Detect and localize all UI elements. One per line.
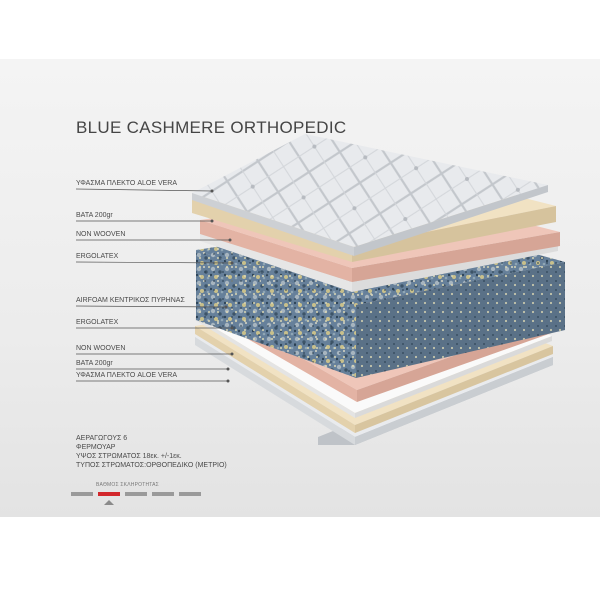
layer-top-fabric bbox=[192, 134, 548, 256]
firmness-indicator-icon bbox=[104, 500, 114, 505]
firmness-caption: ΒΑΘΜΟΣ ΣΚΛΗΡΟΤΗΤΑΣ bbox=[96, 482, 159, 488]
leader-dot-2 bbox=[210, 219, 214, 223]
spec-height: ΥΨΟΣ ΣΤΡΩΜΑΤΟΣ 18εκ. +/-1εκ. bbox=[76, 453, 182, 460]
firmness-segment-1 bbox=[71, 492, 93, 496]
firmness-segment-4 bbox=[152, 492, 174, 496]
product-title: BLUE CASHMERE ORTHOPEDIC bbox=[76, 118, 347, 137]
layer-label-top-latex: ERGOLATEX bbox=[76, 253, 119, 260]
layer-label-airfoam-core: AIRFOAM ΚΕΝΤΡΙΚΟΣ ΠΥΡΗΝΑΣ bbox=[76, 297, 185, 304]
layer-label-bottom-latex: ERGOLATEX bbox=[76, 319, 119, 326]
leader-dot-6 bbox=[230, 326, 234, 330]
layer-label-top-fabric: ΥΦΑΣΜΑ ΠΛΕΚΤΟ ALOE VERA bbox=[76, 180, 178, 187]
leader-dot-9 bbox=[226, 379, 230, 383]
layer-label-bottom-non-woven: NON WOOVEN bbox=[76, 345, 126, 352]
leader-dot-3 bbox=[228, 238, 232, 242]
spec-zipper: ΦΕΡΜΟΥΑΡ bbox=[76, 444, 116, 451]
leader-dot-4 bbox=[230, 261, 234, 265]
spec-air-vents: ΑΕΡΑΓΩΓΟΥΣ 6 bbox=[76, 435, 128, 442]
layer-label-bottom-fabric: ΥΦΑΣΜΑ ΠΛΕΚΤΟ ALOE VERA bbox=[76, 372, 178, 379]
leader-dot-7 bbox=[230, 352, 234, 356]
leader-line-5 bbox=[75, 305, 227, 308]
layer-label-bottom-wadding: ΒΑΤΑ 200gr bbox=[76, 360, 113, 367]
firmness-segment-3 bbox=[125, 492, 147, 496]
leader-dot-1 bbox=[210, 189, 214, 193]
firmness-segment-5 bbox=[179, 492, 201, 496]
layer-label-top-non-woven: NON WOOVEN bbox=[76, 231, 126, 238]
leader-lines bbox=[75, 188, 234, 383]
layer-label-top-wadding: ΒΑΤΑ 200gr bbox=[76, 212, 113, 219]
leader-dot-8 bbox=[226, 367, 230, 371]
leader-line-4 bbox=[75, 261, 233, 264]
firmness-segment-2 bbox=[98, 492, 120, 496]
leader-line-1 bbox=[75, 188, 213, 192]
spec-type: ΤΥΠΟΣ ΣΤΡΩΜΑΤΟΣ:ΟΡΘΟΠΕΔΙΚΟ (ΜΕΤΡΙΟ) bbox=[76, 462, 227, 469]
leader-dot-5 bbox=[224, 305, 228, 309]
